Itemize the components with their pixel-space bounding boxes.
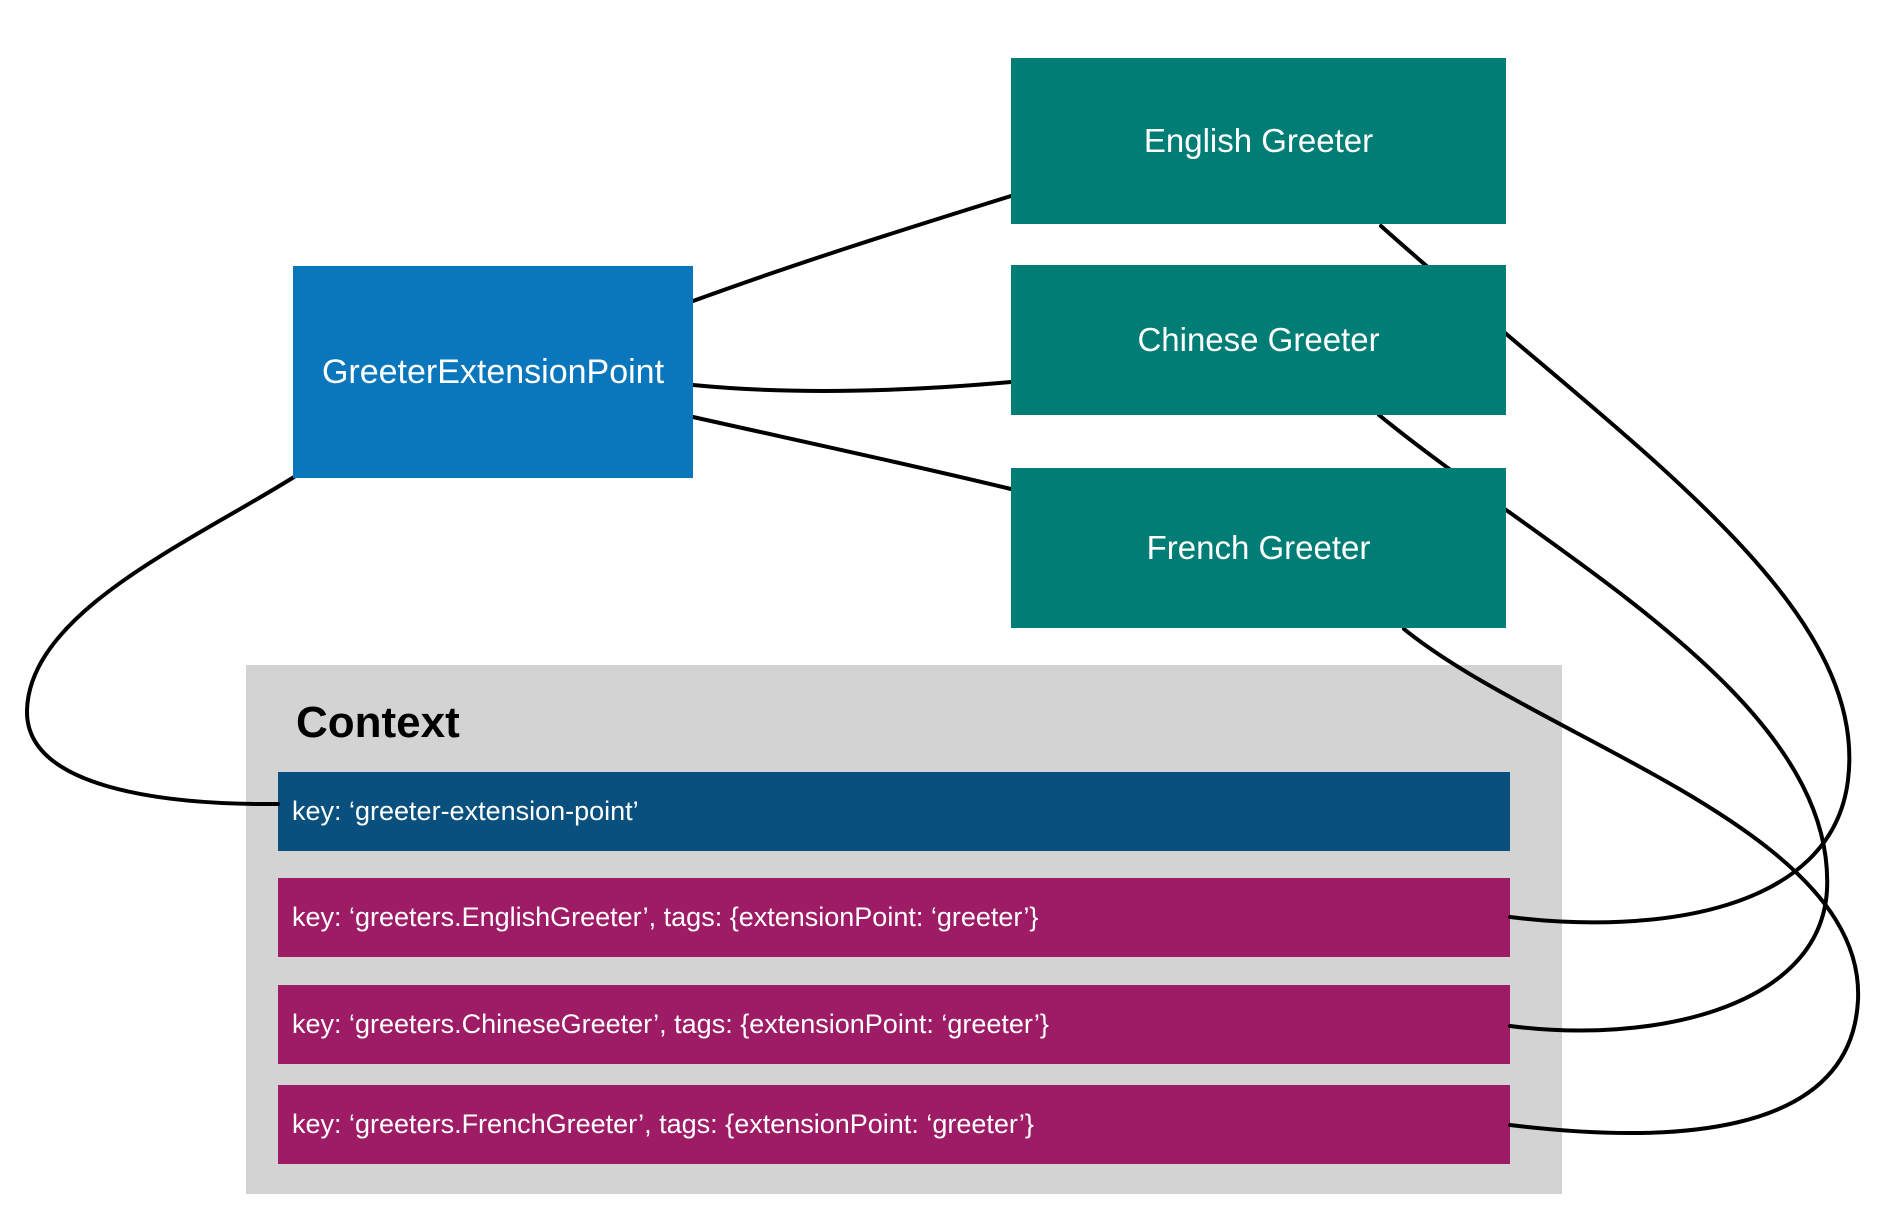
greeter-extension-point-label: GreeterExtensionPoint xyxy=(321,352,665,391)
context-title: Context xyxy=(296,698,460,747)
french-greeter-node: French Greeter xyxy=(1011,468,1506,628)
registration-extension-point-text: key: ‘greeter-extension-point’ xyxy=(292,796,639,826)
registration-english-greeter-text: key: ‘greeters.EnglishGreeter’, tags: {e… xyxy=(292,902,1039,932)
connector-ep-to-french xyxy=(691,415,1013,491)
connector-ep-to-english xyxy=(691,194,1013,303)
registration-french-greeter-bar: key: ‘greeters.FrenchGreeter’, tags: {ex… xyxy=(278,1085,1510,1164)
registration-french-greeter-text: key: ‘greeters.FrenchGreeter’, tags: {ex… xyxy=(292,1109,1034,1139)
chinese-greeter-label: Chinese Greeter xyxy=(1137,321,1380,358)
registration-extension-point-bar: key: ‘greeter-extension-point’ xyxy=(278,772,1510,851)
english-greeter-label: English Greeter xyxy=(1143,122,1374,159)
registration-chinese-greeter-text: key: ‘greeters.ChineseGreeter’, tags: {e… xyxy=(292,1009,1049,1039)
greeter-extension-point-node: GreeterExtensionPoint xyxy=(293,266,693,478)
english-greeter-node: English Greeter xyxy=(1011,58,1506,224)
registration-english-greeter-bar: key: ‘greeters.EnglishGreeter’, tags: {e… xyxy=(278,878,1510,957)
registration-chinese-greeter-bar: key: ‘greeters.ChineseGreeter’, tags: {e… xyxy=(278,985,1510,1064)
connector-ep-to-chinese xyxy=(691,380,1013,393)
chinese-greeter-node: Chinese Greeter xyxy=(1011,265,1506,415)
french-greeter-label: French Greeter xyxy=(1146,529,1371,566)
